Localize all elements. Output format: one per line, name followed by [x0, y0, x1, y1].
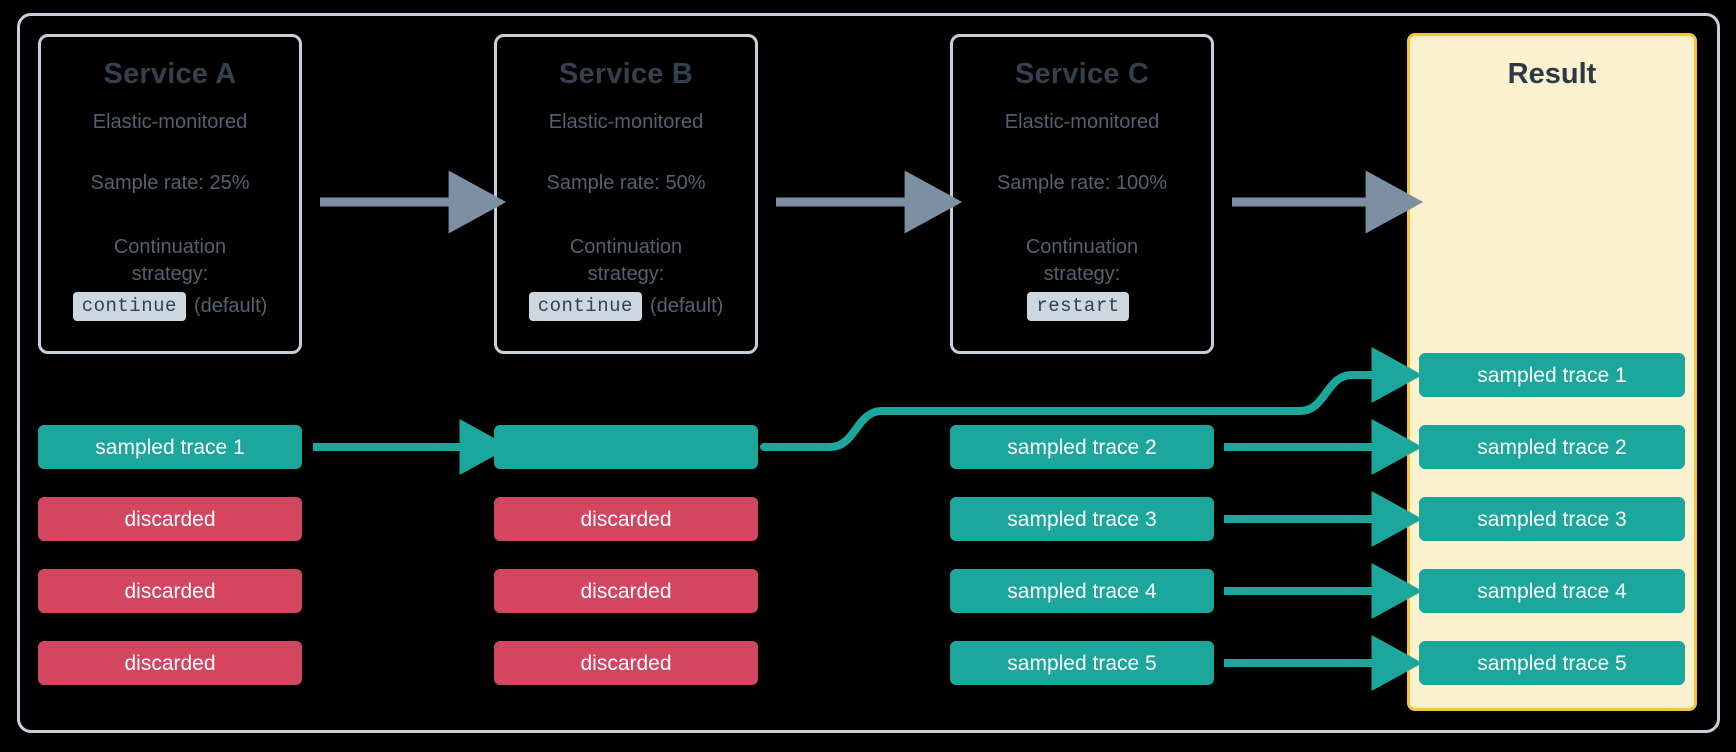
service-c-trace-pill-2: sampled trace 3: [950, 497, 1214, 541]
service-a-trace-pill-2: discarded: [38, 497, 302, 541]
service-c-trace-label-3: sampled trace 4: [1007, 579, 1157, 603]
service-c-trace-pill-4: sampled trace 5: [950, 641, 1214, 685]
service-b-strategy-note: (default): [649, 295, 724, 318]
service-c-strategy-value: restart: [1027, 292, 1129, 322]
service-box-service-c: Service C Elastic-monitored Sample rate:…: [950, 34, 1214, 354]
result-trace-label-4: sampled trace 4: [1477, 579, 1627, 603]
service-c-trace-label-1: sampled trace 2: [1007, 435, 1157, 459]
service-b-strategy-label-line2: strategy:: [587, 263, 665, 286]
service-c-trace-pill-3: sampled trace 4: [950, 569, 1214, 613]
result-trace-pill-5: sampled trace 5: [1419, 641, 1685, 685]
service-box-service-b: Service B Elastic-monitored Sample rate:…: [494, 34, 758, 354]
service-b-trace-pill-1: [494, 425, 758, 469]
service-c-sample-rate: Sample rate: 100%: [996, 171, 1168, 194]
service-a-trace-label-4: discarded: [124, 651, 216, 675]
service-c-trace-label-4: sampled trace 5: [1007, 651, 1157, 675]
service-a-strategy-value: continue: [72, 292, 186, 322]
diagram-outer-frame: [17, 13, 1720, 733]
service-a-sample-rate: Sample rate: 25%: [90, 171, 250, 194]
service-a-strategy-label-line2: strategy:: [131, 263, 209, 286]
service-b-trace-pill-4: discarded: [494, 641, 758, 685]
result-title: Result: [1507, 58, 1597, 90]
service-b-subtitle: Elastic-monitored: [548, 110, 704, 133]
service-b-trace-pill-2: discarded: [494, 497, 758, 541]
service-b-strategy-value: continue: [528, 292, 642, 322]
service-b-trace-label-3: discarded: [580, 579, 672, 603]
service-c-title: Service C: [1015, 58, 1149, 90]
service-b-sample-rate: Sample rate: 50%: [546, 171, 706, 194]
service-a-strategy-label-line1: Continuation: [113, 235, 227, 258]
service-a-trace-label-1: sampled trace 1: [95, 435, 245, 459]
result-trace-pill-1: sampled trace 1: [1419, 353, 1685, 397]
result-trace-pill-2: sampled trace 2: [1419, 425, 1685, 469]
service-b-strategy-label-line1: Continuation: [569, 235, 683, 258]
result-trace-pill-3: sampled trace 3: [1419, 497, 1685, 541]
result-trace-pill-4: sampled trace 4: [1419, 569, 1685, 613]
service-c-strategy-label-line1: Continuation: [1025, 235, 1139, 258]
service-a-trace-label-2: discarded: [124, 507, 216, 531]
service-a-trace-pill-4: discarded: [38, 641, 302, 685]
service-a-title: Service A: [103, 58, 237, 90]
service-b-trace-label-2: discarded: [580, 507, 672, 531]
service-c-strategy-row: restart: [953, 292, 1211, 322]
service-box-service-a: Service A Elastic-monitored Sample rate:…: [38, 34, 302, 354]
service-b-strategy-label: Continuation strategy:: [497, 234, 755, 289]
service-a-strategy-note: (default): [193, 295, 268, 318]
result-trace-label-5: sampled trace 5: [1477, 651, 1627, 675]
result-trace-label-3: sampled trace 3: [1477, 507, 1627, 531]
service-c-strategy-label: Continuation strategy:: [953, 234, 1211, 289]
service-b-title: Service B: [559, 58, 693, 90]
service-a-trace-pill-1: sampled trace 1: [38, 425, 302, 469]
service-c-trace-pill-1: sampled trace 2: [950, 425, 1214, 469]
service-a-strategy-label: Continuation strategy:: [41, 234, 299, 289]
result-trace-label-1: sampled trace 1: [1477, 363, 1627, 387]
service-b-trace-label-4: discarded: [580, 651, 672, 675]
service-b-strategy-row: continue (default): [497, 292, 755, 322]
service-a-trace-pill-3: discarded: [38, 569, 302, 613]
service-c-strategy-label-line2: strategy:: [1043, 263, 1121, 286]
service-c-subtitle: Elastic-monitored: [1004, 110, 1160, 133]
service-c-trace-label-2: sampled trace 3: [1007, 507, 1157, 531]
service-a-subtitle: Elastic-monitored: [92, 110, 248, 133]
service-b-trace-pill-3: discarded: [494, 569, 758, 613]
result-trace-label-2: sampled trace 2: [1477, 435, 1627, 459]
service-a-trace-label-3: discarded: [124, 579, 216, 603]
service-a-strategy-row: continue (default): [41, 292, 299, 322]
